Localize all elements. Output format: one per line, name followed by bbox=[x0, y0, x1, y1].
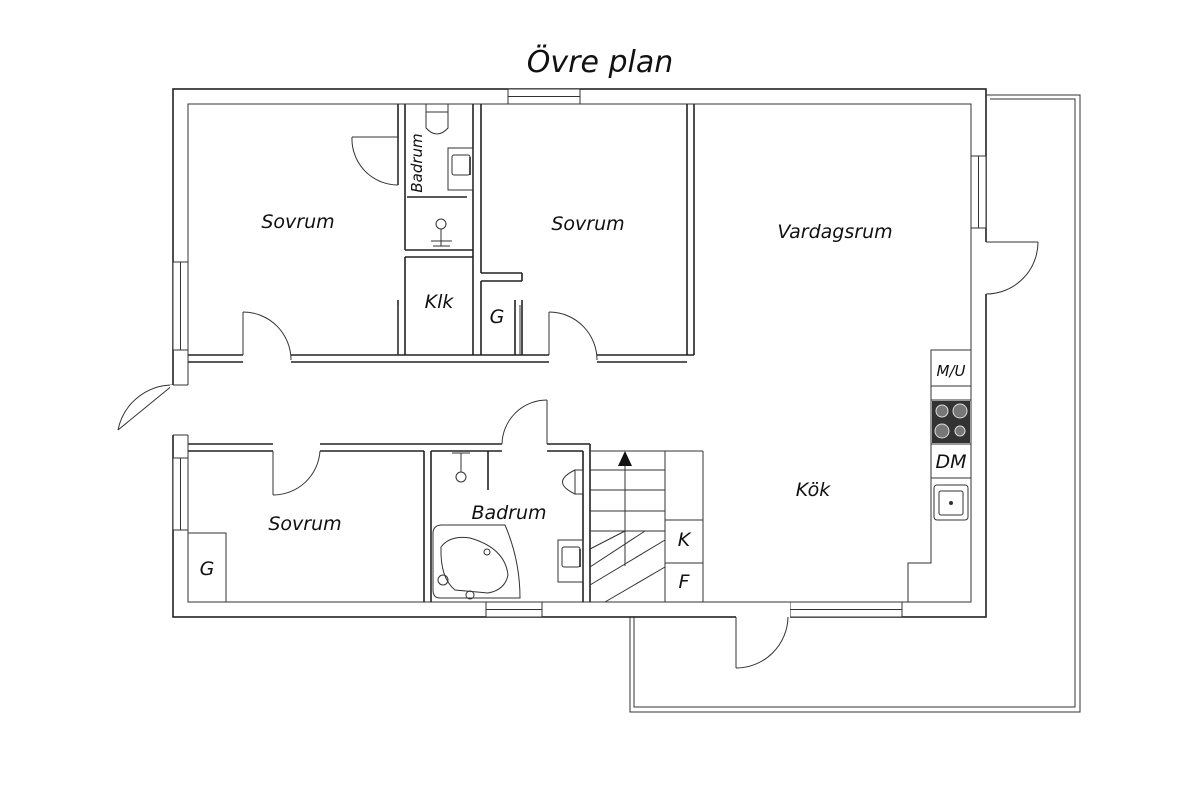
plan-title: Övre plan bbox=[527, 44, 673, 80]
room-label-dm: DM bbox=[935, 451, 966, 473]
room-label-sovrum-top-mid: Sovrum bbox=[551, 213, 624, 235]
room-label-k: K bbox=[678, 529, 692, 551]
room-labels: Sovrum Badrum Klk G Sovrum Vardagsrum So… bbox=[200, 133, 967, 593]
kitchen-sink-icon bbox=[933, 484, 969, 521]
windows bbox=[172, 88, 987, 618]
toilet-icon-large bbox=[562, 469, 584, 495]
room-label-badrum-large: Badrum bbox=[471, 502, 546, 524]
room-label-g-top: G bbox=[490, 306, 505, 328]
room-label-f: F bbox=[679, 571, 691, 593]
shower-icon bbox=[431, 229, 452, 247]
room-label-sovrum-top-left: Sovrum bbox=[261, 211, 334, 233]
bathtub-icon bbox=[432, 524, 521, 600]
small-bathroom-fixtures bbox=[407, 103, 474, 247]
outer-walls bbox=[172, 88, 987, 618]
large-bathroom-fixtures bbox=[432, 451, 584, 600]
kitchen-counter bbox=[907, 349, 971, 602]
sink-icon bbox=[447, 147, 474, 191]
room-label-sovrum-bottom: Sovrum bbox=[268, 513, 341, 535]
shower-icon-large bbox=[452, 451, 489, 490]
staircase bbox=[589, 451, 666, 603]
room-label-g-bottom: G bbox=[200, 558, 215, 580]
doors bbox=[117, 136, 1039, 669]
sink-icon-large bbox=[557, 539, 584, 583]
room-label-badrum-small: Badrum bbox=[408, 133, 426, 192]
room-label-klk: Klk bbox=[425, 291, 455, 313]
terrace-outline bbox=[629, 94, 1081, 713]
room-label-vardagsrum: Vardagsrum bbox=[777, 221, 892, 243]
room-label-kok: Kök bbox=[796, 479, 831, 501]
stair-arrow-icon bbox=[618, 451, 632, 466]
toilet-icon bbox=[425, 103, 449, 135]
room-label-mu: M/U bbox=[937, 362, 966, 380]
